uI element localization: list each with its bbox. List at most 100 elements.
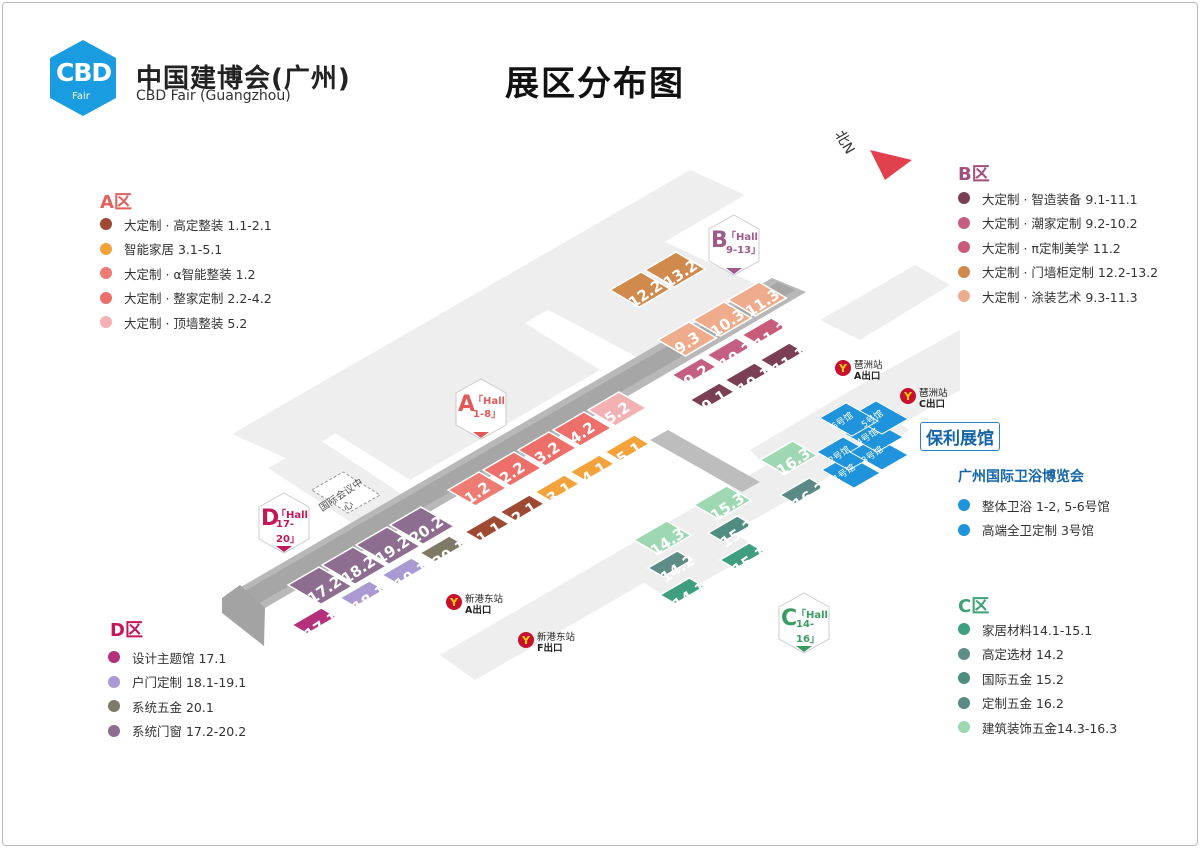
legend-label: 大定制 · α智能整装 1.2 bbox=[124, 266, 256, 282]
hall-block-5.1[interactable] bbox=[603, 434, 651, 462]
hall-block-1.2[interactable] bbox=[446, 471, 508, 507]
legend-item: 大定制 · π定制美学 11.2 bbox=[958, 235, 1158, 260]
page-title: 展区分布图 bbox=[505, 64, 685, 104]
station-name: 新港东站 bbox=[465, 594, 504, 605]
legend-label: 大定制 · 高定整装 1.1-2.1 bbox=[124, 217, 272, 233]
hall-block-3.2[interactable] bbox=[516, 431, 578, 467]
hall-block-15.3[interactable] bbox=[692, 485, 753, 521]
hall-block-9.2[interactable] bbox=[670, 357, 718, 385]
hall-block-20.2[interactable] bbox=[388, 506, 456, 546]
legend-swatch bbox=[958, 721, 970, 734]
zone-b-heading: B区 bbox=[958, 164, 990, 185]
hall-tag-a: A 「Hall 1-8」 bbox=[455, 378, 507, 444]
hall-tag-zone: A bbox=[458, 392, 476, 417]
legend-item: 家居材料14.1-15.1 bbox=[958, 617, 1117, 642]
hall-tag-zone: C bbox=[781, 606, 798, 631]
poly-legend: 整体卫浴 1-2, 5-6号馆高端全卫定制 3号馆 bbox=[958, 493, 1110, 542]
poly-expo-name: 保利展馆 bbox=[920, 422, 1000, 451]
legend-swatch bbox=[958, 290, 970, 303]
hall-tag-hall: 「Hall bbox=[796, 610, 828, 621]
metro-icon: Y bbox=[518, 632, 534, 648]
hall-block-16.2[interactable] bbox=[778, 477, 826, 505]
hall-block-14.3[interactable] bbox=[632, 520, 693, 556]
hall-block-19.1[interactable] bbox=[380, 557, 428, 585]
legend-swatch bbox=[958, 647, 970, 660]
legend-item: 整体卫浴 1-2, 5-6号馆 bbox=[958, 493, 1110, 518]
hall-block-10.1[interactable] bbox=[723, 362, 771, 390]
legend-label: 大定制 · 潮家定制 9.2-10.2 bbox=[982, 216, 1138, 232]
hall-tag-range: 1-8」 bbox=[473, 409, 502, 420]
metro-icon: Y bbox=[835, 360, 851, 376]
legend-swatch bbox=[958, 523, 970, 536]
hall-tag-range: 9-13」 bbox=[726, 245, 762, 256]
poly-hall-block[interactable] bbox=[848, 400, 910, 435]
legend-label: 国际五金 15.2 bbox=[982, 671, 1064, 687]
legend-item: 系统门窗 17.2-20.2 bbox=[108, 719, 246, 744]
hall-block-13.2[interactable] bbox=[643, 251, 707, 288]
station-exit: F出口 bbox=[537, 643, 563, 654]
zone-c-heading: C区 bbox=[958, 596, 990, 617]
hall-block-12.2[interactable] bbox=[608, 271, 672, 308]
hall-block-20.1[interactable] bbox=[418, 535, 466, 563]
hall-block-5.2[interactable] bbox=[586, 391, 648, 427]
legend-item: 大定制 · 整家定制 2.2-4.2 bbox=[100, 286, 272, 311]
zone-d-heading: D区 bbox=[110, 620, 143, 641]
hall-block-16.3[interactable] bbox=[758, 440, 819, 476]
legend-item: 建筑装饰五金14.3-16.3 bbox=[958, 715, 1117, 740]
hall-block-15.1[interactable] bbox=[718, 542, 766, 570]
poly-hall-block[interactable] bbox=[818, 402, 880, 437]
legend-item: 国际五金 15.2 bbox=[958, 666, 1117, 691]
hall-block-1.1[interactable] bbox=[463, 514, 511, 542]
hall-block-15.2[interactable] bbox=[706, 515, 754, 543]
zone-a-legend: 大定制 · 高定整装 1.1-2.1 智能家居 3.1-5.1 大定制 · α智能整… bbox=[100, 212, 272, 335]
hall-tag-c: C 「Hall 14-16」 bbox=[778, 592, 830, 658]
legend-item: 智能家居 3.1-5.1 bbox=[100, 237, 272, 262]
hall-block-14.1[interactable] bbox=[658, 577, 706, 605]
hall-block-17.1[interactable] bbox=[290, 607, 338, 635]
hall-block-11.2[interactable] bbox=[740, 317, 788, 345]
hall-block-10.3[interactable] bbox=[691, 301, 753, 337]
hall-block-4.1[interactable] bbox=[568, 454, 616, 482]
legend-swatch bbox=[100, 267, 112, 280]
hall-tag-d: D 「Hall 17-20」 bbox=[258, 492, 310, 558]
logo-name-cn: 中国建博会(广州) bbox=[136, 64, 351, 94]
legend-label: 高定选材 14.2 bbox=[982, 647, 1064, 663]
hall-block-2.1[interactable] bbox=[498, 494, 546, 522]
hall-block-3.1[interactable] bbox=[533, 474, 581, 502]
hall-tag-range: 17-20」 bbox=[276, 519, 300, 545]
hall-block-2.2[interactable] bbox=[481, 451, 543, 487]
legend-label: 系统五金 20.1 bbox=[132, 699, 214, 715]
hall-block-18.1[interactable] bbox=[338, 580, 386, 608]
hall-tag-hall: 「Hall bbox=[726, 232, 758, 243]
hall-block-18.2[interactable] bbox=[320, 546, 388, 586]
hall-block-11.3[interactable] bbox=[726, 281, 788, 317]
cbd-logo-icon bbox=[50, 40, 116, 116]
legend-label: 户门定制 18.1-19.1 bbox=[132, 675, 247, 691]
hall-block-11.1[interactable] bbox=[758, 342, 806, 370]
hall-block-19.2[interactable] bbox=[354, 526, 422, 566]
legend-swatch bbox=[100, 316, 112, 329]
legend-swatch bbox=[108, 724, 120, 737]
metro-icon: Y bbox=[900, 388, 916, 404]
hall-block-9.3[interactable] bbox=[656, 321, 718, 357]
legend-swatch bbox=[100, 291, 112, 304]
hall-tag-hall: 「Hall bbox=[276, 510, 308, 521]
hall-block-4.2[interactable] bbox=[551, 411, 613, 447]
hall-block-10.2[interactable] bbox=[705, 337, 753, 365]
legend-swatch bbox=[100, 242, 112, 255]
legend-item: 高定选材 14.2 bbox=[958, 642, 1117, 667]
legend-swatch bbox=[958, 192, 970, 205]
legend-label: 系统门窗 17.2-20.2 bbox=[132, 724, 247, 740]
hall-block-17.2[interactable] bbox=[286, 566, 354, 606]
legend-item: 大定制 · 门墙柜定制 12.2-13.2 bbox=[958, 260, 1158, 285]
metro-icon: Y bbox=[446, 594, 462, 610]
legend-item: 大定制 · 高定整装 1.1-2.1 bbox=[100, 212, 272, 237]
hall-block-9.1[interactable] bbox=[688, 382, 736, 410]
legend-label: 智能家居 3.1-5.1 bbox=[124, 242, 223, 258]
legend-item: 系统五金 20.1 bbox=[108, 694, 246, 719]
hall-block-14.2[interactable] bbox=[646, 550, 694, 578]
